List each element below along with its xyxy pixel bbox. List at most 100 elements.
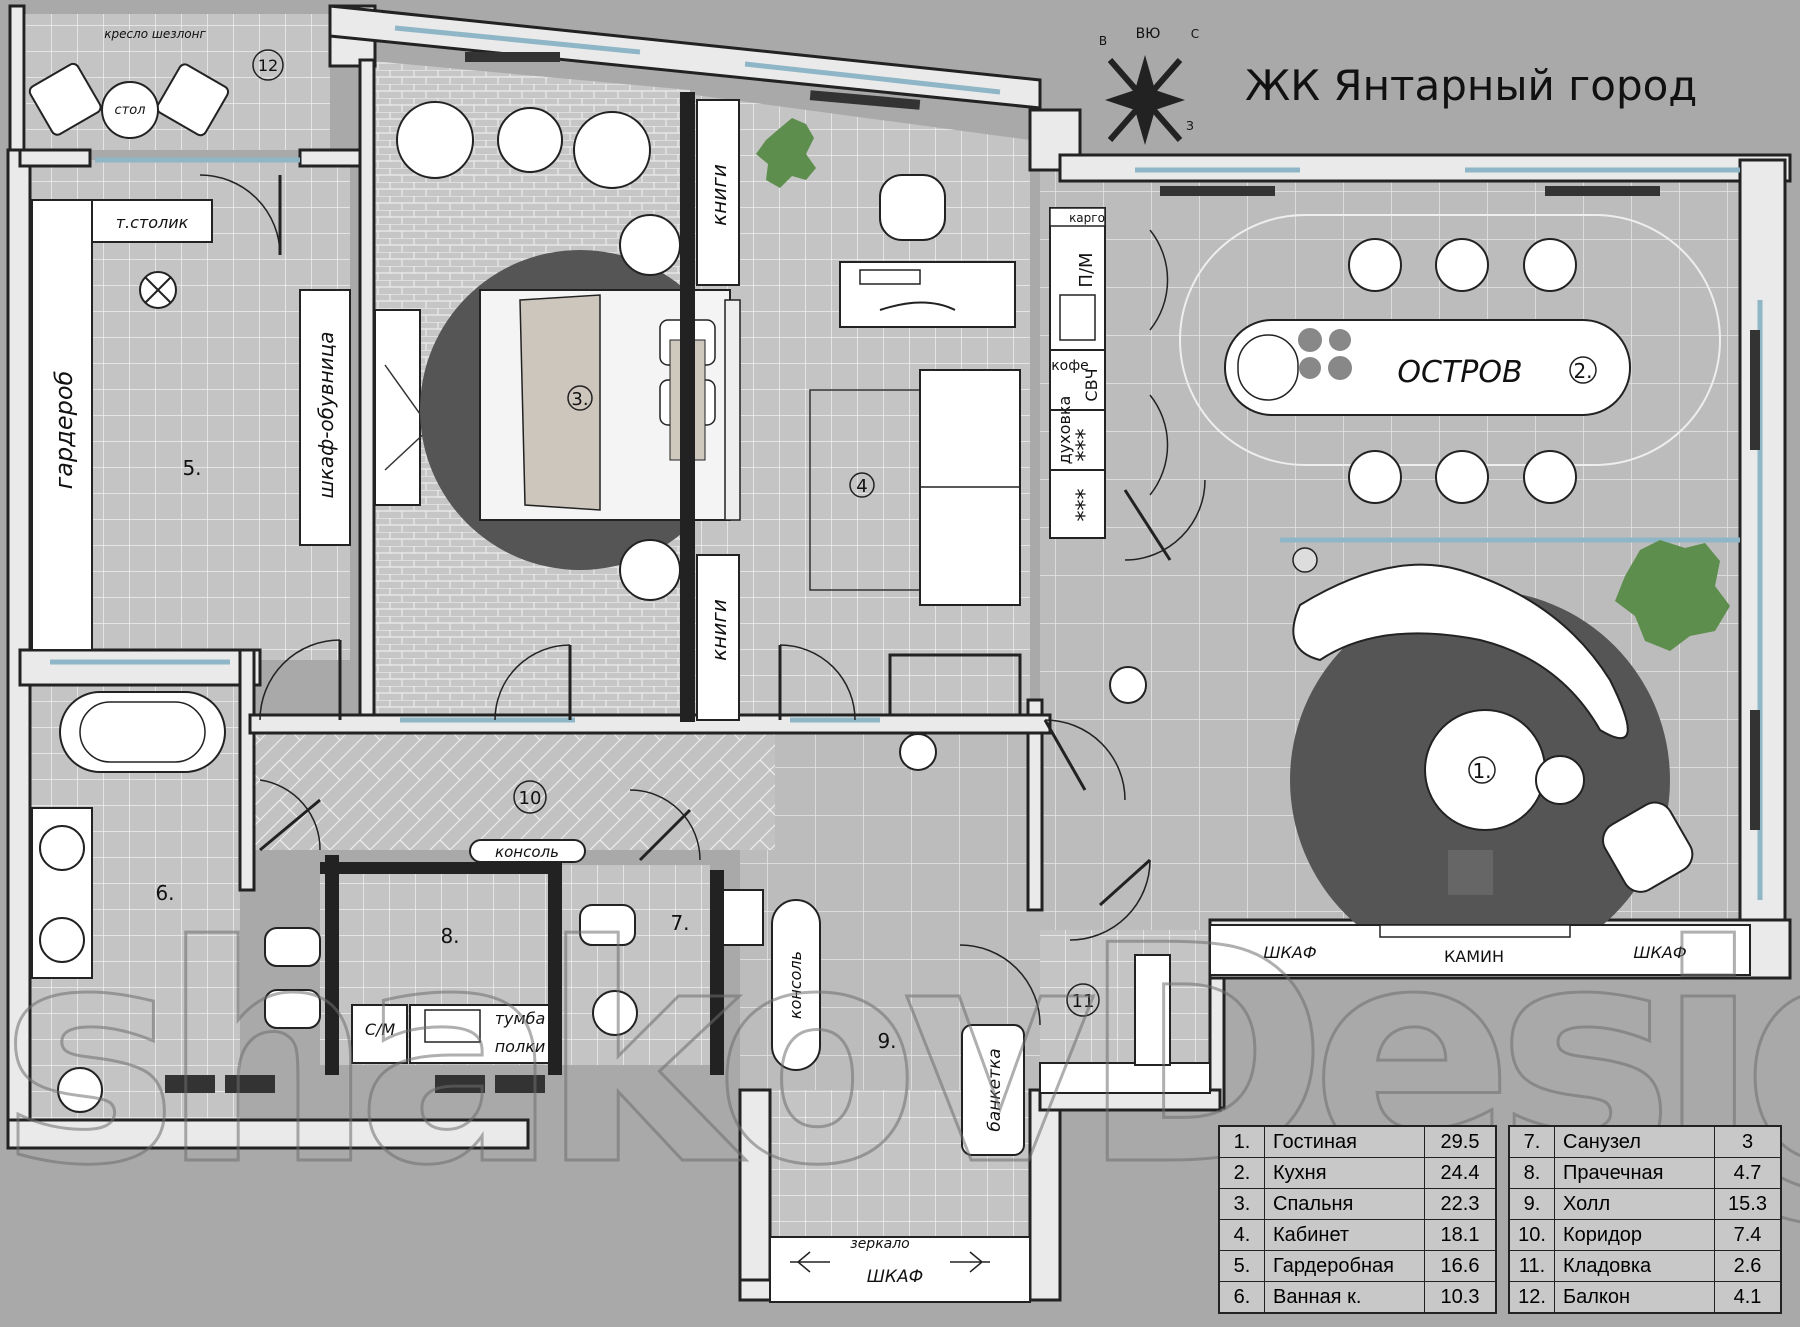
lounge-chair-label: кресло шезлонг [104,27,206,41]
washing-machine [351,1004,408,1064]
wc-floor [560,865,710,1065]
cabinet-right-label: ШКАФ [1633,943,1686,962]
armchair-2 [573,111,651,189]
wc-sink [717,889,764,946]
bench-label: банкетка [985,1048,1005,1131]
room-number-4: 4 [856,476,867,497]
dressing-table-label: т.столик [116,213,189,232]
plant-study [756,118,816,188]
room-num: 1. [1220,1127,1265,1157]
room-area: 4.1 [1733,1286,1762,1308]
balcony-table-label: стол [115,103,146,118]
room-area: 16.6 [1440,1255,1480,1277]
hall-console [771,899,821,1071]
bookshelf-bottom [696,554,740,721]
room-num: 4. [1220,1220,1265,1250]
room-number-3: 3. [571,389,588,410]
study: книги книги 4 [680,92,1022,722]
mirror-label: зеркало [850,1236,910,1252]
corridor-floor [250,730,775,850]
bedside-table-top [619,214,681,276]
room-name: Гостиная [1265,1127,1425,1157]
armchair-1 [396,101,474,179]
bedroom: 3. [374,101,741,601]
room-number-5: 5. [182,456,201,480]
wardrobe-room: гардероб т.столик шкаф-обувница 5. [31,199,351,651]
hall-console-label: консоль [786,951,805,1019]
room-area: 24.4 [1440,1162,1480,1184]
watermark: shakovDesign [0,882,1800,1231]
bidet [264,989,321,1029]
room-name: Кабинет [1265,1220,1425,1250]
room-name: Холл [1555,1189,1715,1219]
room-num: 7. [1510,1127,1555,1157]
room-num: 12. [1510,1282,1555,1312]
room-area: 10.3 [1440,1286,1480,1308]
room-area: 4.7 [1733,1162,1762,1184]
room-num: 6. [1220,1282,1265,1312]
shelves-label: полки [495,1037,546,1056]
wc-shower [592,990,638,1036]
room-number-1: 1. [1472,759,1491,783]
wardrobe-label: гардероб [50,370,78,489]
balcony-table [101,81,159,139]
room-number-12: 12 [258,56,278,75]
lounge-chair-right [156,63,230,137]
compass-south: З [1186,119,1194,133]
compass-north: ВЮ [1136,26,1161,42]
room-number-7: 7. [670,911,689,935]
microwave-label: СВЧ [1082,368,1101,401]
room-name: Гардеробная [1265,1251,1425,1281]
room-num: 9. [1510,1189,1555,1219]
laundry: 8. С/М тумба полки [320,862,562,1075]
corridor: 10 консоль [469,780,586,863]
room-name: Спальня [1265,1189,1425,1219]
room-row: 6.Ванная к. 10.3 [1220,1281,1495,1312]
room-row: 1.Гостиная 29.5 [1220,1127,1495,1157]
tumba-label: тумба [495,1009,546,1028]
room-num: 10. [1510,1220,1555,1250]
room-area: 15.3 [1728,1193,1767,1215]
study-chair [879,174,946,241]
room-number-9: 9. [877,1029,896,1053]
living-armchair [1602,801,1694,893]
room-number-2: 2. [1573,359,1592,383]
shower [57,1067,103,1113]
room-num: 8. [1510,1158,1555,1188]
room-number-11: 11 [1072,991,1095,1012]
hall-closet-label: ШКАФ [867,1267,924,1287]
room-name: Ванная к. [1265,1282,1425,1312]
dressing-table [91,199,213,243]
bench [961,1024,1025,1156]
cabinet-left-label: ШКАФ [1263,943,1316,962]
room-num: 3. [1220,1189,1265,1219]
living-room: 1. ШКАФ КАМИН ШКАФ [1109,540,1751,976]
doors [199,174,1206,1026]
room-row: 4.Кабинет 18.1 [1220,1219,1495,1250]
bookshelf-top-label: книги [707,164,731,226]
room-area: 18.1 [1440,1224,1480,1246]
kitchen: карго П/М кофе духовка СВЧ *** *** ОСТРО… [1049,207,1721,539]
room-name: Кухня [1265,1158,1425,1188]
room-area: 29.5 [1440,1131,1480,1153]
compass-east: С [1191,27,1199,41]
room-area: 7.4 [1733,1224,1762,1246]
plant-living [1615,540,1730,651]
room-name: Кладовка [1555,1251,1715,1281]
room-num: 11. [1510,1251,1555,1281]
storage-shelf-side [1134,954,1171,1066]
dishwasher-label: П/М [1076,252,1097,287]
island-label: ОСТРОВ [1397,355,1522,390]
radiators [165,52,1760,1093]
toilet-wc [579,904,636,946]
wc: 7. [579,870,764,1075]
wardrobe [31,199,93,651]
hall-closet [769,1236,1031,1303]
stars-label-1: *** [1073,429,1098,462]
compass-west: В [1099,34,1107,48]
